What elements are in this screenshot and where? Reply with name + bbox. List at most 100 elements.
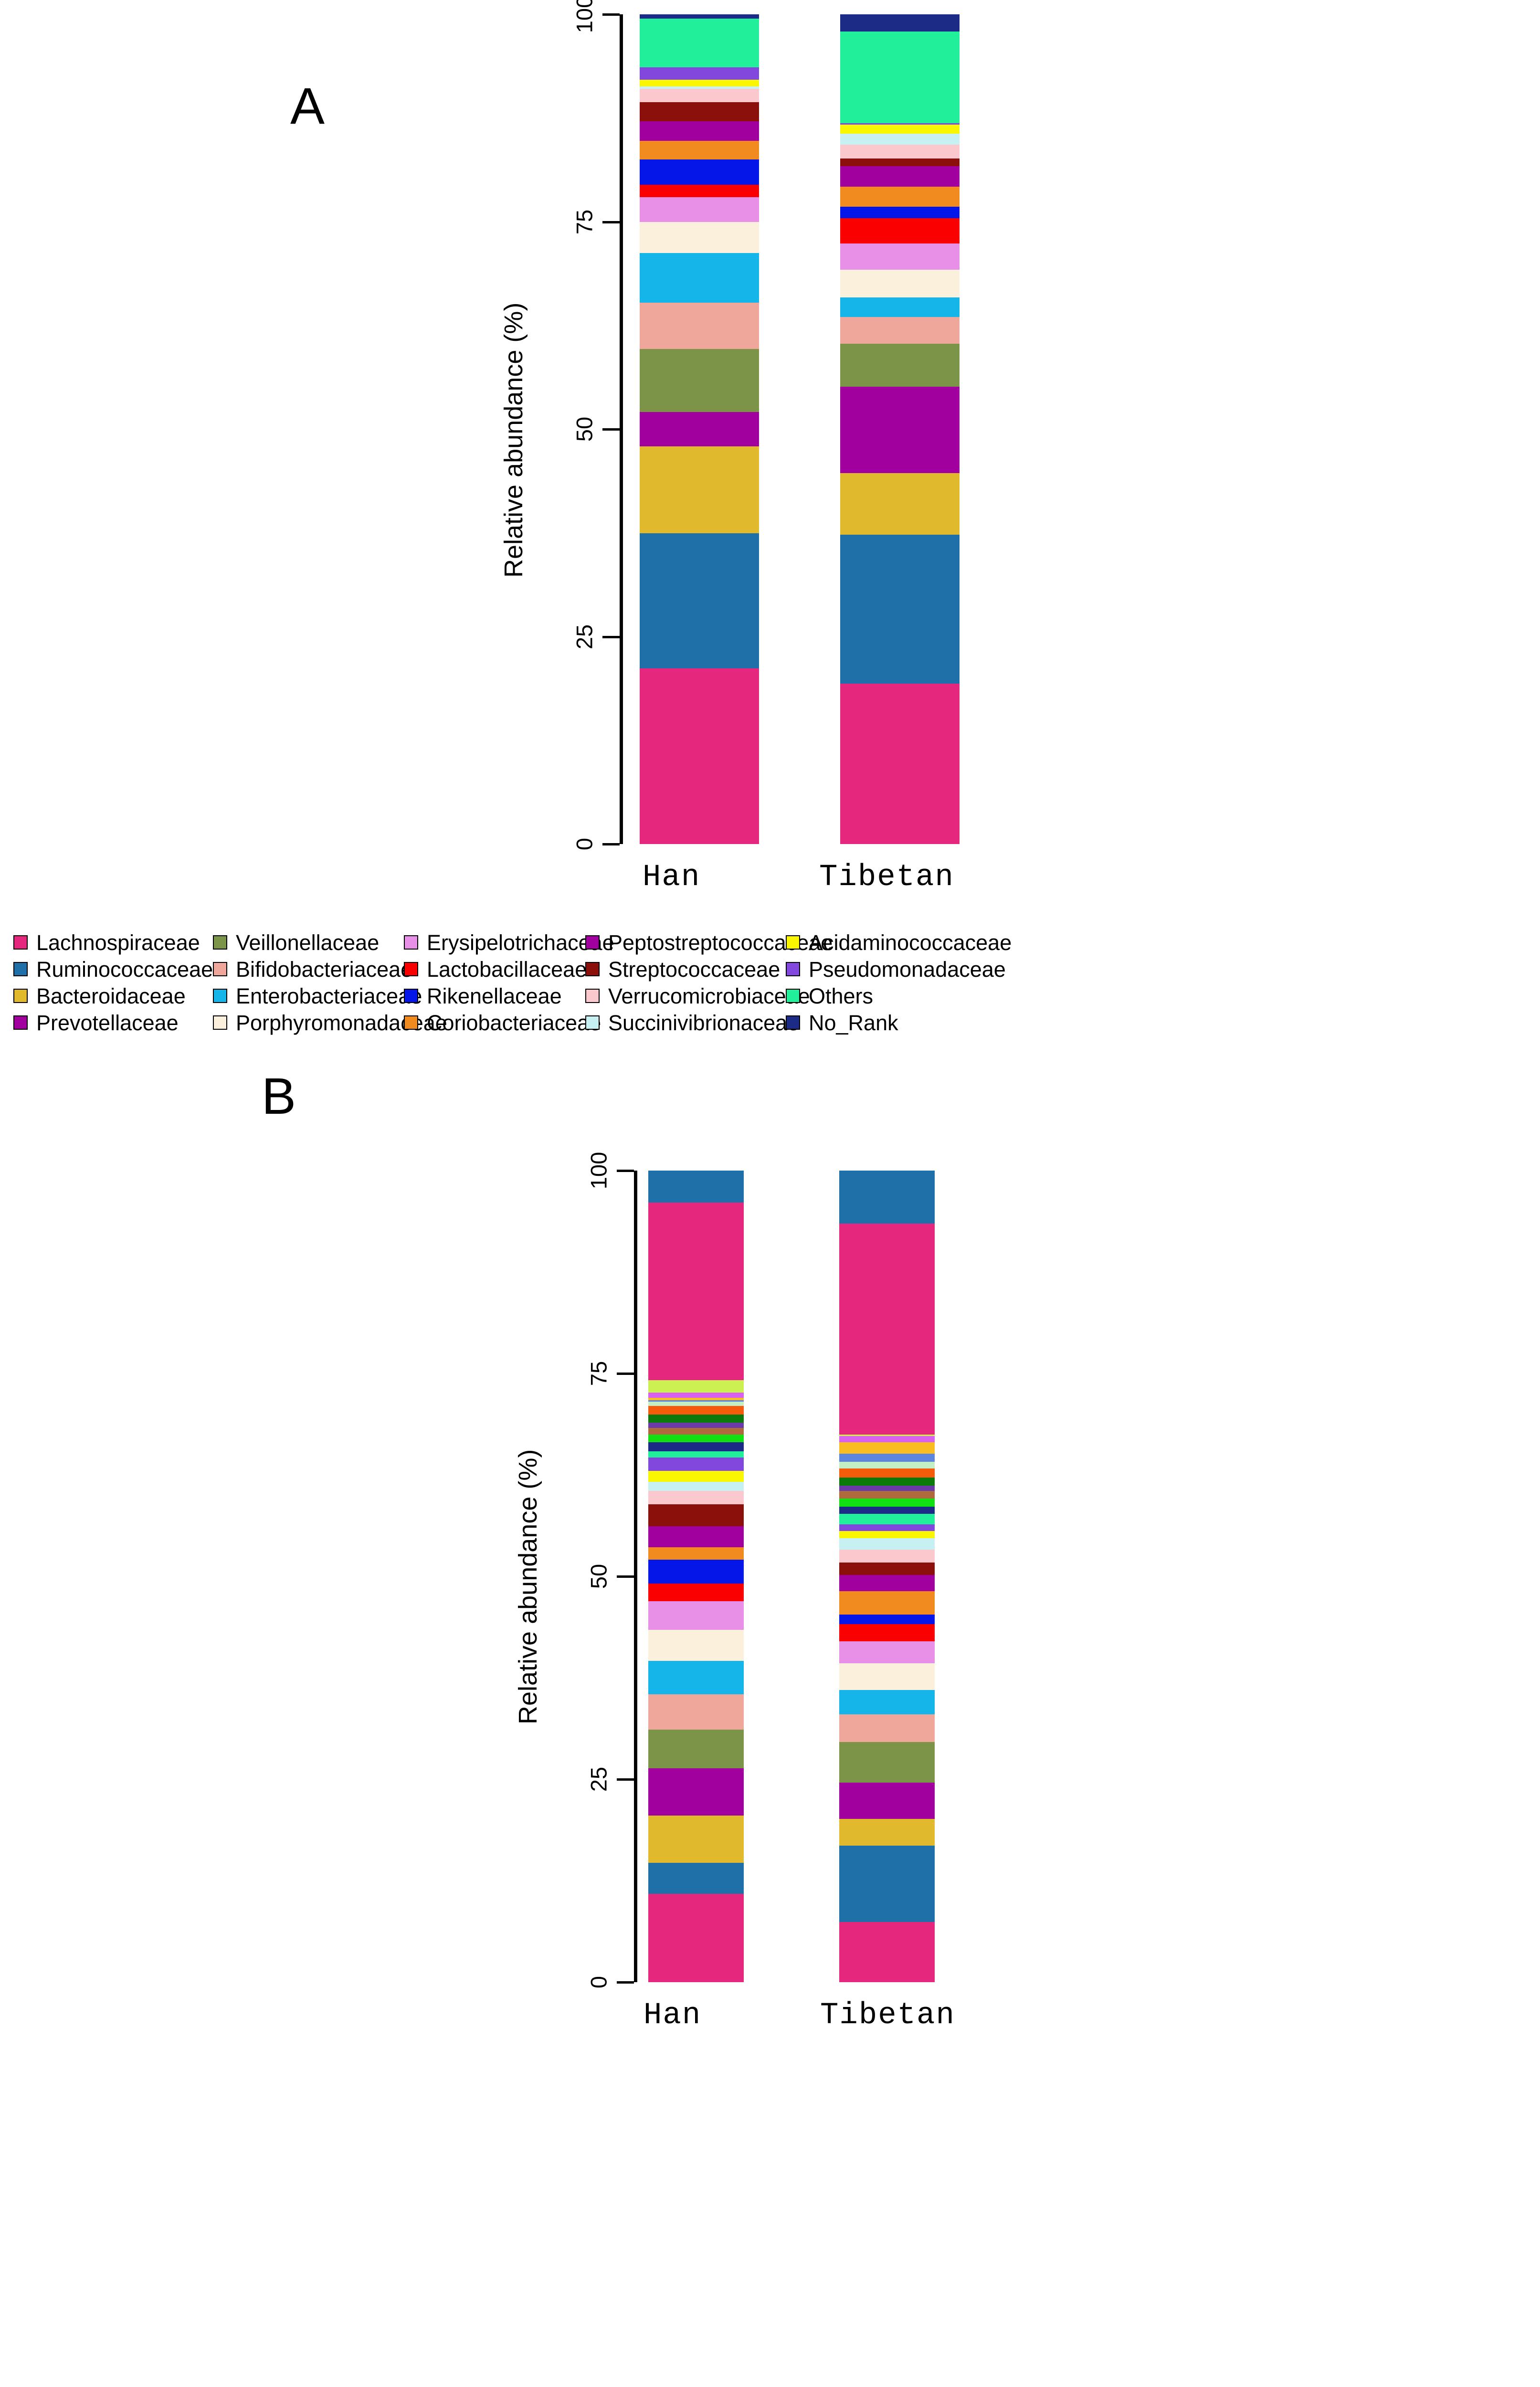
bar-segment[interactable]: [839, 1922, 935, 1982]
bar-segment[interactable]: [840, 14, 960, 32]
bar-segment[interactable]: [839, 1591, 935, 1615]
bar-segment[interactable]: [648, 1504, 744, 1527]
bar-segment[interactable]: [648, 1547, 744, 1560]
legend-a-item[interactable]: Enterobacteriaceae: [213, 982, 422, 1009]
bar-segment[interactable]: [840, 387, 960, 473]
legend-a-item[interactable]: No_Rank: [786, 1009, 986, 1036]
bar-segment[interactable]: [640, 185, 759, 198]
bar-segment[interactable]: [839, 1574, 935, 1591]
bar-segment[interactable]: [840, 534, 960, 684]
bar-segment[interactable]: [839, 1524, 935, 1531]
bar-segment[interactable]: [839, 1782, 935, 1819]
bar-segment[interactable]: [648, 1442, 744, 1452]
bar-segment[interactable]: [648, 1402, 744, 1406]
bar-segment[interactable]: [648, 1481, 744, 1491]
bar-segment[interactable]: [839, 1171, 935, 1224]
stacked-bar-tibetan[interactable]: [839, 1171, 935, 1982]
bar-segment[interactable]: [648, 1451, 744, 1458]
bar-segment[interactable]: [648, 1560, 744, 1584]
legend-a-item[interactable]: Coriobacteriaceae: [404, 1009, 601, 1036]
bar-segment[interactable]: [840, 297, 960, 317]
bar-segment[interactable]: [640, 67, 759, 80]
bar-segment[interactable]: [640, 302, 759, 349]
legend-a-item[interactable]: Verrucomicrobiaceae: [585, 982, 810, 1009]
bar-segment[interactable]: [648, 1457, 744, 1471]
legend-a-item[interactable]: Succinivibrionaceae: [585, 1009, 799, 1036]
bar-segment[interactable]: [648, 1694, 744, 1730]
bar-segment[interactable]: [840, 123, 960, 125]
bar-segment[interactable]: [839, 1690, 935, 1714]
bar-segment[interactable]: [840, 684, 960, 844]
legend-a-item[interactable]: Erysipelotrichaceae: [404, 929, 614, 956]
bar-segment[interactable]: [840, 125, 960, 134]
legend-a-item[interactable]: Others: [786, 982, 986, 1009]
bar-segment[interactable]: [648, 1730, 744, 1769]
bar-segment[interactable]: [840, 473, 960, 535]
bar-segment[interactable]: [840, 32, 960, 123]
bar-segment[interactable]: [839, 1624, 935, 1641]
bar-segment[interactable]: [640, 89, 759, 102]
bar-segment[interactable]: [839, 1663, 935, 1690]
bar-segment[interactable]: [640, 533, 759, 669]
bar-segment[interactable]: [839, 1498, 935, 1507]
bar-segment[interactable]: [648, 1660, 744, 1695]
bar-segment[interactable]: [648, 1393, 744, 1398]
bar-segment[interactable]: [640, 80, 759, 86]
bar-segment[interactable]: [640, 141, 759, 159]
bar-segment[interactable]: [640, 222, 759, 253]
bar-segment[interactable]: [648, 1526, 744, 1548]
bar-segment[interactable]: [648, 1768, 744, 1816]
bar-segment[interactable]: [839, 1563, 935, 1575]
bar-segment[interactable]: [640, 349, 759, 412]
bar-segment[interactable]: [840, 144, 960, 159]
bar-segment[interactable]: [839, 1531, 935, 1539]
stacked-bar-han[interactable]: [648, 1171, 744, 1982]
bar-segment[interactable]: [640, 159, 759, 185]
bar-segment[interactable]: [648, 1397, 744, 1400]
bar-segment[interactable]: [839, 1223, 935, 1435]
bar-segment[interactable]: [640, 668, 759, 844]
bar-segment[interactable]: [648, 1414, 744, 1423]
bar-segment[interactable]: [648, 1862, 744, 1894]
bar-segment[interactable]: [640, 446, 759, 534]
bar-segment[interactable]: [839, 1436, 935, 1443]
bar-segment[interactable]: [839, 1549, 935, 1563]
legend-a-item[interactable]: Rikenellaceae: [404, 982, 585, 1009]
bar-segment[interactable]: [648, 1406, 744, 1415]
bar-segment[interactable]: [648, 1400, 744, 1402]
legend-a-item[interactable]: Acidaminococcaceae: [786, 929, 1012, 956]
bar-segment[interactable]: [648, 1428, 744, 1435]
bar-segment[interactable]: [839, 1641, 935, 1663]
legend-a-item[interactable]: Streptococcaceae: [585, 956, 786, 982]
bar-segment[interactable]: [840, 270, 960, 297]
bar-segment[interactable]: [648, 1435, 744, 1442]
bar-segment[interactable]: [648, 1202, 744, 1380]
legend-a-item[interactable]: Bifidobacteriaceae: [213, 956, 412, 982]
bar-segment[interactable]: [840, 317, 960, 344]
bar-segment[interactable]: [640, 18, 759, 67]
bar-segment[interactable]: [640, 253, 759, 303]
bar-segment[interactable]: [840, 218, 960, 243]
legend-a-item[interactable]: Peptostreptococcaceae: [585, 929, 833, 956]
bar-segment[interactable]: [648, 1583, 744, 1601]
bar-segment[interactable]: [839, 1714, 935, 1742]
bar-segment[interactable]: [648, 1491, 744, 1505]
bar-segment[interactable]: [839, 1742, 935, 1783]
legend-a-item[interactable]: Ruminococcaceae: [13, 956, 213, 982]
bar-segment[interactable]: [839, 1454, 935, 1462]
bar-segment[interactable]: [648, 1815, 744, 1863]
bar-segment[interactable]: [839, 1514, 935, 1525]
bar-segment[interactable]: [840, 343, 960, 387]
bar-segment[interactable]: [648, 1601, 744, 1630]
bar-segment[interactable]: [840, 158, 960, 166]
bar-segment[interactable]: [640, 14, 759, 19]
bar-segment[interactable]: [648, 1380, 744, 1393]
bar-segment[interactable]: [640, 121, 759, 141]
legend-a-item[interactable]: Prevotellaceae: [13, 1009, 213, 1036]
bar-segment[interactable]: [640, 86, 759, 89]
bar-segment[interactable]: [839, 1538, 935, 1550]
bar-segment[interactable]: [840, 187, 960, 207]
legend-a-item[interactable]: Pseudomonadaceae: [786, 956, 1006, 982]
bar-segment[interactable]: [839, 1491, 935, 1499]
legend-a-item[interactable]: Lachnospiraceae: [13, 929, 213, 956]
